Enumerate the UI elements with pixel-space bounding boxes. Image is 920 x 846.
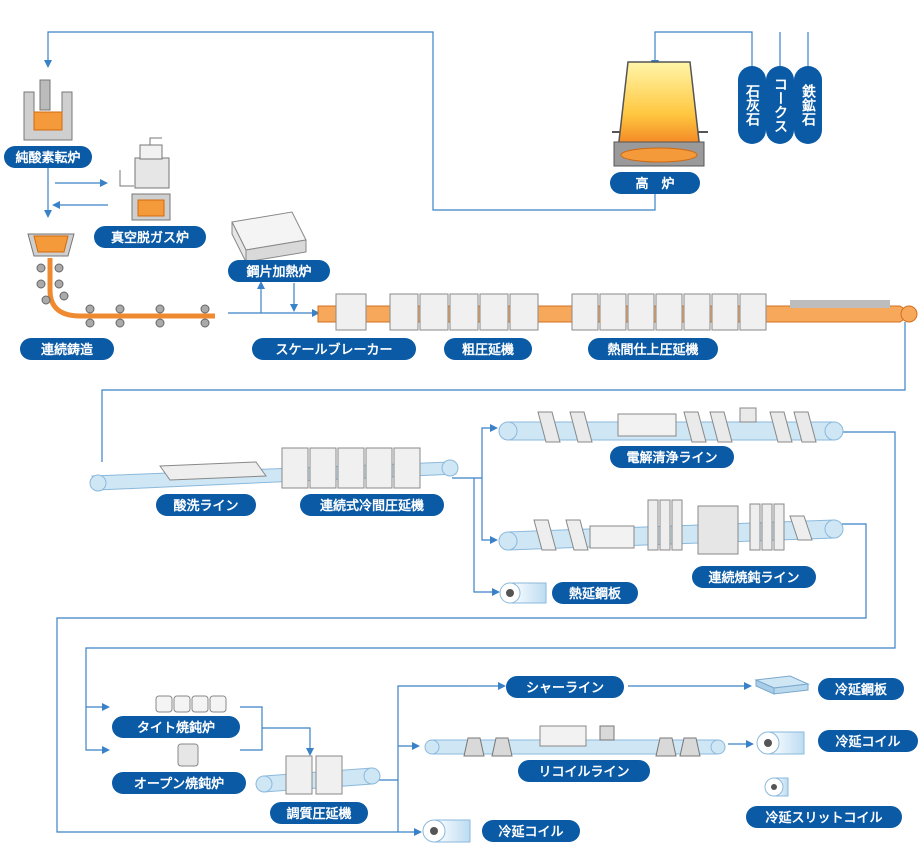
reheating-furnace-drawing xyxy=(231,211,307,263)
electrolytic-cleaning-drawing xyxy=(498,407,844,443)
label-hot-rolled-sheet: 熱延鋼板 xyxy=(569,586,622,602)
label-limestone: 石灰石 xyxy=(744,84,761,127)
tight-annealing-coils-drawing xyxy=(155,695,227,713)
label-texts: 高 炉 石灰石 コークス 鉄鉱石 純酸素転炉 真空脱ガス炉 鋼片加熱炉 連続鋳造… xyxy=(15,77,900,840)
blast-furnace-drawing xyxy=(612,61,708,167)
label-pickling: 酸洗ライン xyxy=(173,498,238,514)
vacuum-degasser-drawing xyxy=(119,137,171,221)
raw-material-labels xyxy=(738,66,822,144)
label-bof: 純酸素転炉 xyxy=(15,150,80,166)
cold-rolled-coil-right-drawing xyxy=(756,731,805,755)
bof-drawing xyxy=(23,79,73,141)
label-coke: コークス xyxy=(772,77,788,133)
label-shear-line: シャーライン xyxy=(526,681,604,696)
continuous-annealing-drawing xyxy=(498,499,844,555)
slit-coil-drawing xyxy=(764,777,789,797)
open-annealing-drawing xyxy=(177,743,199,767)
label-cold-slit-coil: 冷延スリットコイル xyxy=(765,810,882,826)
continuous-caster-drawing xyxy=(27,233,215,328)
pickling-and-tandem-drawing xyxy=(89,447,459,492)
label-cold-rolled-sheet: 冷延鋼板 xyxy=(835,682,888,698)
label-vacuum-degasser: 真空脱ガス炉 xyxy=(111,230,189,246)
label-continuous-annealing: 連続焼鈍ライン xyxy=(708,570,799,586)
label-pills xyxy=(4,146,918,842)
temper-mill-drawing xyxy=(255,755,381,795)
label-recoil-line: リコイルライン xyxy=(538,765,629,780)
recoil-line-drawing xyxy=(424,725,726,757)
label-finishing-mill: 熱間仕上圧延機 xyxy=(607,342,698,358)
label-cold-rolled-coil-bottom: 冷延コイル xyxy=(498,824,563,840)
label-tandem-cold-mill: 連続式冷間圧延機 xyxy=(320,498,424,514)
cold-rolled-sheet-drawing xyxy=(754,675,810,695)
label-electrolytic-cleaning: 電解清浄ライン xyxy=(626,450,717,466)
label-cold-rolled-coil-right: 冷延コイル xyxy=(835,734,900,750)
cold-rolled-coil-bottom-drawing xyxy=(422,819,471,843)
hot-rolled-coil-drawing xyxy=(499,582,547,604)
label-continuous-casting: 連続鋳造 xyxy=(41,342,94,358)
flow-lines xyxy=(44,31,906,836)
label-tight-annealing: タイト焼鈍炉 xyxy=(137,720,215,736)
label-scale-breaker: スケールブレーカー xyxy=(275,342,392,358)
label-open-annealing: オープン焼鈍炉 xyxy=(134,776,224,792)
label-slab-reheating: 鋼片加熱炉 xyxy=(245,264,311,280)
label-blast-furnace: 高 炉 xyxy=(635,176,674,192)
label-temper-mill: 調質圧延機 xyxy=(286,806,351,822)
label-roughing-mill: 粗圧延機 xyxy=(462,342,514,358)
label-iron-ore: 鉄鉱石 xyxy=(800,83,817,127)
hot-strip-mill-drawing xyxy=(317,293,918,331)
